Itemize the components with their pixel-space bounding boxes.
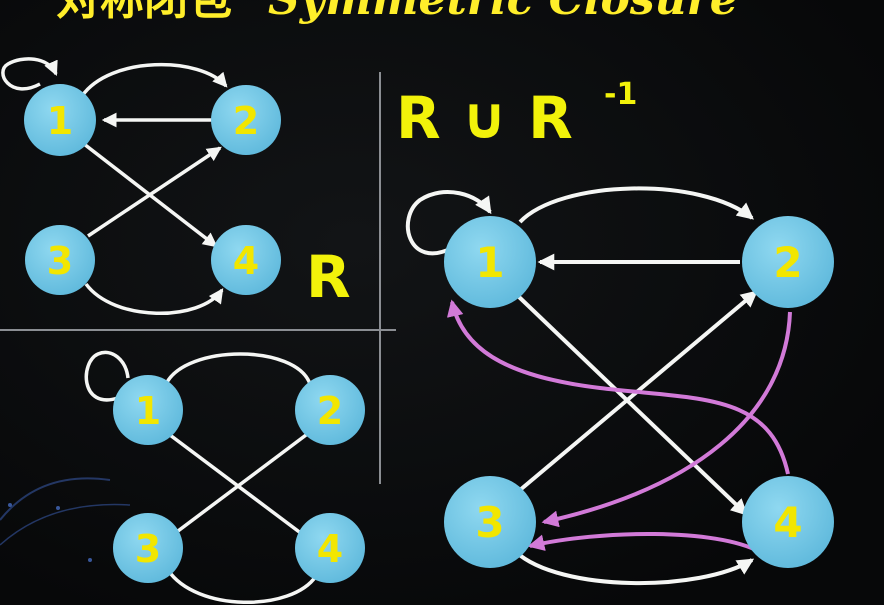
edge-3-2 — [87, 146, 222, 238]
union-node-3-label: 3 — [475, 498, 504, 547]
union-graph: R ∪ R -1 1 2 3 4 — [396, 77, 834, 586]
u-edge-3-4 — [166, 569, 318, 604]
u-node-4-label: 4 — [317, 527, 343, 571]
u-node-2-label: 2 — [317, 389, 343, 433]
u-node-3 — [113, 513, 183, 583]
edge-3-4 — [84, 282, 224, 315]
inverse-edge-4-1 — [446, 299, 790, 475]
union-node-2-label: 2 — [773, 238, 802, 287]
u-node-3-label: 3 — [135, 527, 161, 571]
undirected-graph: 1 2 3 4 — [84, 350, 365, 604]
edge-1-2 — [80, 62, 228, 98]
union-label-superscript: -1 — [604, 77, 637, 112]
union-edge-1-2 — [518, 186, 754, 224]
union-edge-3-4 — [514, 550, 755, 586]
inverse-edge-2-3 — [541, 311, 792, 528]
u-node-2 — [295, 375, 365, 445]
r-node-1 — [24, 84, 96, 156]
u-edge-3-2 — [164, 430, 312, 542]
u-node-1-label: 1 — [135, 389, 161, 433]
union-label: R ∪ R — [396, 84, 573, 152]
union-edge-1-1-loop — [405, 190, 492, 256]
r-node-4 — [211, 225, 281, 295]
r-node-4-label: 4 — [233, 239, 259, 283]
title-glyphs: 对称闭包 — [56, 0, 232, 25]
slide-title: Symmetric Closure — [268, 0, 738, 25]
union-node-1 — [444, 216, 536, 308]
u-node-4 — [295, 513, 365, 583]
union-node-4 — [742, 476, 834, 568]
relation-r-graph: 1 2 3 4 R — [1, 57, 351, 315]
corner-decoration — [0, 477, 131, 562]
edge-1-1-loop — [1, 57, 58, 91]
u-node-1 — [113, 375, 183, 445]
r-node-1-label: 1 — [47, 99, 73, 143]
r-node-2-label: 2 — [233, 99, 259, 143]
inverse-edge-4-3 — [527, 532, 761, 554]
union-node-1-label: 1 — [475, 238, 504, 287]
union-node-4-label: 4 — [773, 498, 802, 547]
title-region: 对称闭包 Symmetric Closure — [56, 0, 738, 25]
r-node-2 — [211, 85, 281, 155]
union-node-3 — [444, 476, 536, 568]
union-node-2 — [742, 216, 834, 308]
u-edge-1-1-loop — [84, 350, 130, 402]
u-edge-1-2 — [164, 352, 312, 385]
r-node-3 — [25, 225, 95, 295]
r-node-3-label: 3 — [47, 239, 73, 283]
union-edge-1-4 — [516, 294, 748, 516]
relation-r-label: R — [306, 243, 351, 311]
